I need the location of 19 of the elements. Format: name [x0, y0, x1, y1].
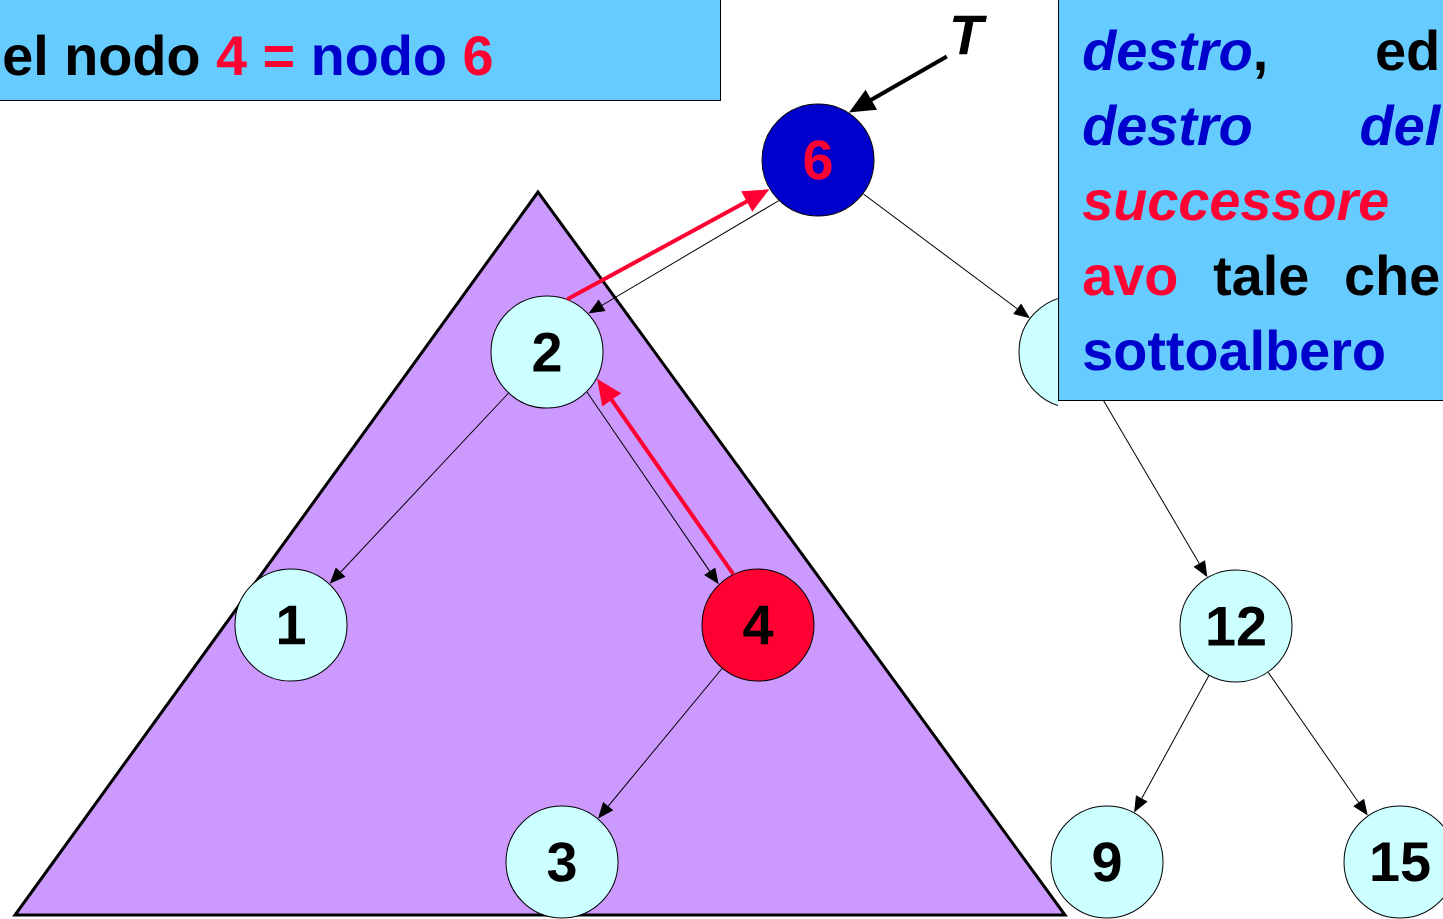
arrow [862, 193, 1030, 319]
tree-node: 6 [761, 103, 875, 217]
arrow [330, 392, 509, 584]
arrow [1134, 675, 1210, 812]
pointer-label: T [952, 15, 987, 55]
tree-node: 2 [490, 295, 604, 409]
arrow [586, 391, 719, 584]
arrow [1103, 399, 1208, 577]
tree-node: 3 [505, 805, 619, 919]
tree-node: 9 [1050, 805, 1164, 919]
arrow [1267, 671, 1368, 815]
tree-node: 1 [234, 568, 348, 682]
arrow [598, 668, 723, 818]
tree-node: 12 [1179, 569, 1293, 683]
arrow [588, 200, 780, 314]
tree-node: 15 [1343, 805, 1443, 919]
callout-box: destro, ed destro del successore avo tale che sottoalbero [1058, 0, 1443, 401]
tree-node: 4 [701, 568, 815, 682]
callout-box: el nodo 4 = nodo 6 [0, 0, 721, 101]
